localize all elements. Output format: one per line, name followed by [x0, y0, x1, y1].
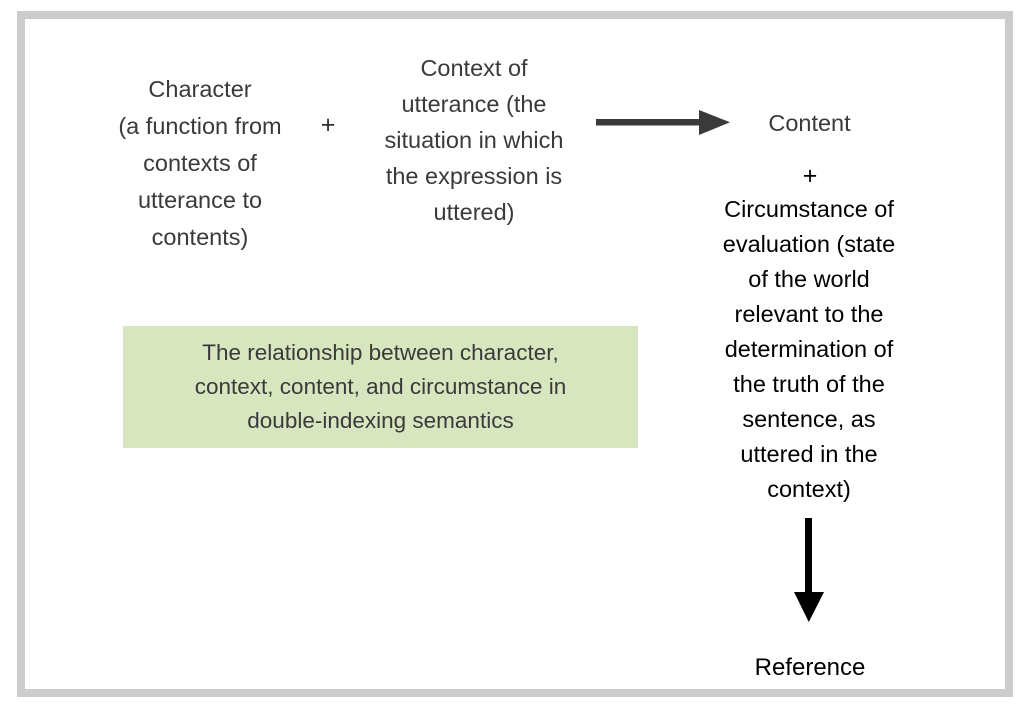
arrow-right-icon [596, 104, 732, 142]
arrow-down-icon [786, 518, 832, 626]
caption-box: The relationship between character, cont… [123, 326, 638, 448]
circumstance-of-evaluation-term: Circumstance of evaluation (state of the… [722, 196, 896, 502]
character-term: Character (a function from contexts of u… [118, 76, 282, 250]
context-of-utterance-term: Context of utterance (the situation in w… [384, 55, 564, 225]
plus-operator-content-circumstance: + [802, 162, 818, 190]
caption-text: The relationship between character, cont… [194, 340, 567, 433]
plus-operator-character-context: + [320, 111, 336, 139]
reference-term: Reference [754, 654, 866, 681]
content-term: Content [768, 110, 851, 136]
